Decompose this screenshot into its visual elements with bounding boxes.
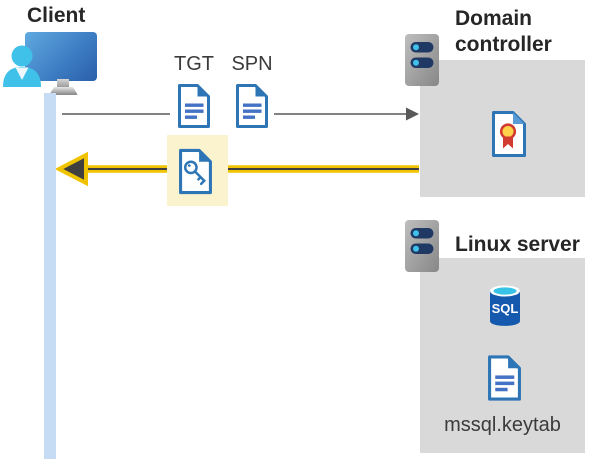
client-monitor-base (49, 87, 78, 95)
linux-server-label: Linux server (455, 233, 580, 256)
domain-controller-label: Domain controller (455, 7, 552, 56)
keytab-document-icon (488, 355, 521, 401)
linux-server-icon (405, 220, 439, 272)
spn-label: SPN (231, 53, 273, 75)
response-arrow-head-icon (54, 151, 88, 187)
spn-document-icon (236, 84, 268, 128)
sql-database-icon: SQL (490, 285, 520, 326)
client-monitor-stand (57, 79, 69, 89)
domain-controller-server-icon (405, 34, 439, 86)
client-monitor-icon (25, 32, 97, 81)
tgt-label: TGT (174, 53, 214, 75)
client-label: Client (27, 4, 86, 27)
client-session-bar (44, 93, 56, 459)
key-ticket-document-icon (179, 148, 212, 195)
sql-badge-label: SQL (492, 301, 519, 316)
tgt-document-icon (178, 84, 210, 128)
certificate-icon (492, 111, 526, 157)
client-user-icon (3, 45, 41, 87)
request-arrow-head-icon (406, 107, 419, 121)
keytab-label: mssql.keytab (444, 414, 561, 436)
